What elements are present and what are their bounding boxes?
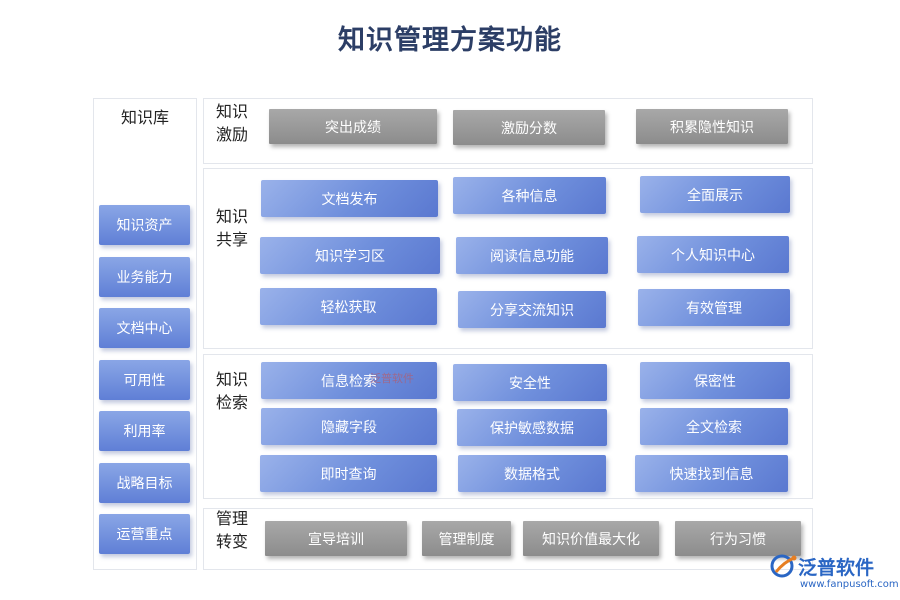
incentive-item-tacit-knowledge[interactable]: 积累隐性知识: [636, 109, 788, 144]
logo-url: www.fanpusoft.com: [800, 579, 899, 590]
search-item-data-format[interactable]: 数据格式: [458, 455, 606, 492]
search-item-protect-sensitive-data[interactable]: 保护敏感数据: [457, 409, 607, 446]
search-item-fulltext-search[interactable]: 全文检索: [640, 408, 788, 445]
incentive-item-incentive-score[interactable]: 激励分数: [453, 110, 605, 145]
search-item-quick-find[interactable]: 快速找到信息: [635, 455, 788, 492]
section-transform-label-line1: 管理: [216, 509, 249, 528]
sharing-item-full-display[interactable]: 全面展示: [640, 176, 790, 213]
transform-item-training[interactable]: 宣导培训: [265, 521, 407, 556]
section-transform-label-line2: 转变: [216, 532, 249, 551]
logo-brand-text: 泛普软件: [798, 557, 875, 579]
transform-item-maximize-value[interactable]: 知识价值最大化: [523, 521, 659, 556]
transform-item-management-system[interactable]: 管理制度: [422, 521, 511, 556]
section-search-label: 知识 检索: [216, 368, 256, 414]
section-incentive-label-line1: 知识: [216, 102, 249, 121]
section-sharing-label-line1: 知识: [216, 207, 249, 226]
search-item-hidden-fields[interactable]: 隐藏字段: [261, 408, 437, 445]
sharing-item-personal-center[interactable]: 个人知识中心: [637, 236, 789, 273]
section-search-label-line2: 检索: [216, 393, 249, 412]
watermark: 泛普软件: [370, 372, 414, 385]
section-transform-label: 管理 转变: [216, 507, 256, 553]
sharing-item-reading-function[interactable]: 阅读信息功能: [456, 237, 608, 274]
sharing-item-easy-access[interactable]: 轻松获取: [260, 288, 437, 325]
sidebar-item-document-center[interactable]: 文档中心: [99, 308, 190, 348]
sidebar-item-knowledge-assets[interactable]: 知识资产: [99, 205, 190, 245]
sidebar-item-utilization[interactable]: 利用率: [99, 411, 190, 451]
sharing-item-document-publish[interactable]: 文档发布: [261, 180, 438, 217]
sharing-item-share-exchange[interactable]: 分享交流知识: [458, 291, 606, 328]
transform-item-behavior-habits[interactable]: 行为习惯: [675, 521, 801, 556]
sidebar-item-business-capability[interactable]: 业务能力: [99, 257, 190, 297]
section-sharing-label: 知识 共享: [216, 205, 256, 251]
logo-mark-icon: [770, 554, 797, 578]
sharing-item-learning-zone[interactable]: 知识学习区: [260, 237, 440, 274]
sidebar-item-availability[interactable]: 可用性: [99, 360, 190, 400]
sharing-item-effective-management[interactable]: 有效管理: [638, 289, 790, 326]
brand-logo: 泛普软件 www.fanpusoft.com: [770, 552, 899, 596]
incentive-item-outstanding-results[interactable]: 突出成绩: [269, 109, 437, 144]
sidebar-item-operation-focus[interactable]: 运营重点: [99, 514, 190, 554]
search-item-info-retrieval[interactable]: 信息检索: [261, 362, 437, 399]
sidebar-title: 知识库: [120, 108, 169, 127]
sharing-item-various-info[interactable]: 各种信息: [453, 177, 606, 214]
search-item-security[interactable]: 安全性: [453, 364, 607, 401]
section-sharing-label-line2: 共享: [216, 230, 249, 249]
sidebar-item-strategic-goals[interactable]: 战略目标: [99, 463, 190, 503]
search-item-instant-query[interactable]: 即时查询: [260, 455, 437, 492]
search-item-confidentiality[interactable]: 保密性: [640, 362, 790, 399]
section-incentive-label-line2: 激励: [216, 125, 249, 144]
section-search-label-line1: 知识: [216, 370, 249, 389]
page-title: 知识管理方案功能: [338, 25, 562, 56]
section-incentive-label: 知识 激励: [216, 100, 256, 146]
